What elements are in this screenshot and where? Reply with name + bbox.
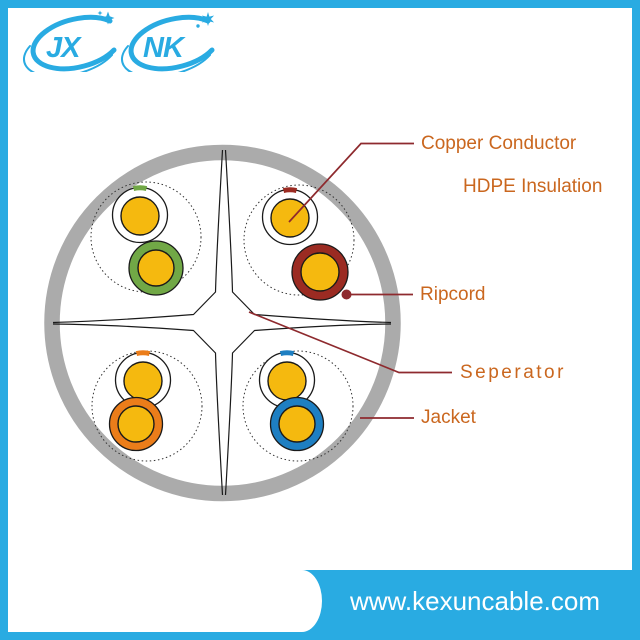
- label-copper-conductor: Copper Conductor: [421, 132, 577, 154]
- website-banner: [280, 570, 632, 632]
- label-hdpe-insulation: HDPE Insulation: [463, 176, 603, 197]
- label-jacket: Jacket: [421, 407, 476, 428]
- pair-boundary-top-right: [243, 184, 355, 296]
- pair-top-left-green: [111, 185, 184, 296]
- leader-lines: [248, 142, 452, 419]
- jacket-ring: [44, 144, 401, 502]
- label-seperator: Seperator: [460, 361, 566, 383]
- copper-conductor-circle: [117, 405, 155, 443]
- orange-stripe-mark: [135, 350, 151, 357]
- copper-conductor-leader-line: [288, 142, 414, 223]
- jx-logo: JX: [23, 10, 117, 72]
- copper-conductor-circle: [300, 252, 340, 292]
- pair-boundary-bottom-right: [242, 350, 354, 462]
- seperator-leader-line: [248, 311, 452, 374]
- label-ripcord: Ripcord: [420, 283, 486, 305]
- jx-inner-swoosh-icon: [23, 45, 113, 72]
- copper-conductor-circle: [278, 405, 316, 443]
- green-stripe-mark: [132, 185, 148, 192]
- copper-conductor-circle: [137, 249, 175, 287]
- website-url: www.kexuncable.com: [350, 586, 600, 616]
- nk-inner-swoosh-icon: [121, 45, 211, 72]
- brand-logos: JX NK: [23, 10, 215, 72]
- ripcord-dot: [341, 289, 352, 300]
- separator-cross: [52, 149, 392, 496]
- jx-swoosh-icon: [30, 14, 117, 72]
- nk-star-icon: [201, 12, 215, 26]
- nk-logo-text: NK: [143, 32, 186, 64]
- pair-top-right-red: [261, 187, 349, 301]
- nk-swoosh-icon: [128, 14, 215, 72]
- red-stripe-mark: [282, 187, 298, 194]
- jx-sparkle-icon: [101, 11, 115, 25]
- nk-dot-sparkle-icon: [196, 24, 200, 28]
- copper-conductor-circle: [120, 196, 160, 236]
- copper-conductor-circle: [123, 361, 163, 401]
- jx-small-sparkle-icon: [97, 10, 103, 16]
- banner-rounded-cap: [248, 570, 322, 632]
- nk-logo: NK: [121, 12, 215, 72]
- blue-stripe-mark: [279, 350, 295, 357]
- jx-logo-text: JX: [46, 32, 82, 64]
- pair-bottom-right-blue: [258, 350, 325, 452]
- pair-bottom-left-orange: [108, 350, 172, 452]
- copper-conductor-circle: [267, 361, 307, 401]
- copper-conductor-circle: [270, 198, 310, 238]
